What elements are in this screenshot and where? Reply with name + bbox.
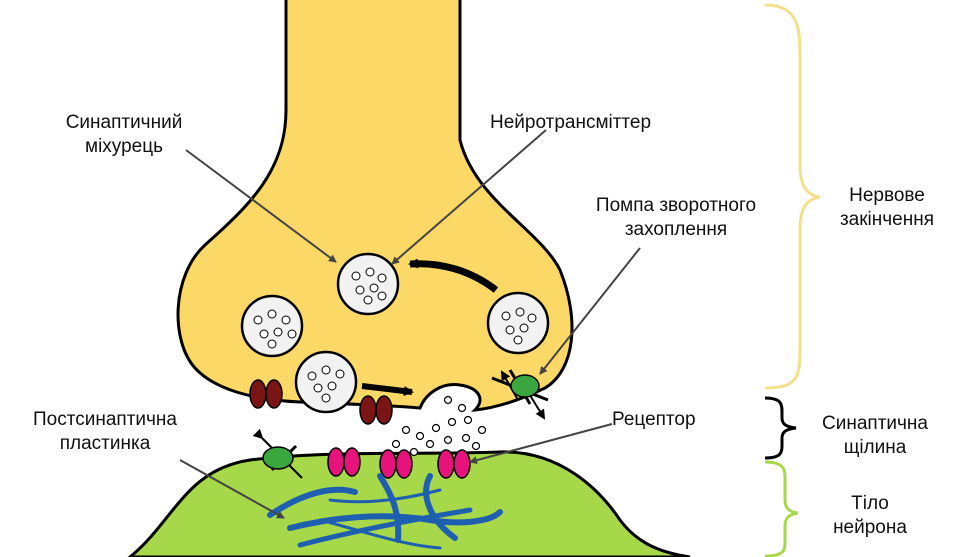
reuptake-return-arrow: [408, 258, 499, 293]
label-neuron-body: Тіло нейрона: [810, 492, 930, 540]
postsynaptic-pump: [252, 428, 303, 479]
label-postsynaptic-plate: Постсинаптична пластинка: [10, 408, 200, 456]
label-line: пластинка: [59, 433, 151, 454]
label-line: Нейротрансміттер: [490, 112, 652, 133]
receptor: [437, 449, 471, 479]
label-line: Синаптичний: [65, 112, 183, 133]
label-line: Нервове: [849, 185, 925, 206]
label-line: Помпа зворотного: [595, 195, 757, 216]
label-line: Синаптична: [822, 413, 928, 434]
pointer-lines: [179, 129, 641, 519]
brace-nerve-ending: [764, 3, 821, 390]
label-nerve-ending: Нервове закінчення: [822, 184, 952, 232]
label-line: Тіло: [851, 493, 889, 514]
label-receptor: Рецептор: [612, 408, 696, 432]
ion-channel: [359, 395, 393, 425]
vesicle: [240, 294, 304, 358]
brace-synaptic-cleft: [764, 396, 797, 460]
vesicle: [486, 291, 550, 355]
label-line: нейрона: [833, 517, 907, 538]
label-neurotransmitter: Нейротрансміттер: [490, 111, 651, 135]
label-reuptake-pump: Помпа зворотного захоплення: [566, 194, 786, 242]
reuptake-pump: [491, 369, 549, 420]
label-line: щілина: [843, 437, 907, 458]
label-line: Рецептор: [612, 409, 696, 430]
label-line: закінчення: [839, 209, 935, 230]
cytoskeleton-fibers: [267, 473, 503, 550]
label-synaptic-vesicle: Синаптичний міхурець: [54, 111, 194, 159]
receptor: [379, 449, 413, 479]
label-line: захоплення: [624, 219, 728, 240]
ion-channel: [249, 379, 283, 409]
label-line: Постсинаптична: [33, 409, 177, 430]
label-synaptic-cleft: Синаптична щілина: [805, 412, 945, 460]
vesicle: [294, 350, 358, 414]
neuron-body-shape: [127, 450, 691, 557]
label-line: міхурець: [85, 136, 163, 157]
brace-neuron-body: [764, 460, 799, 557]
released-neurotransmitters: [391, 395, 487, 457]
release-arrow: [361, 383, 414, 397]
receptor: [327, 447, 361, 477]
vesicle: [336, 252, 400, 316]
